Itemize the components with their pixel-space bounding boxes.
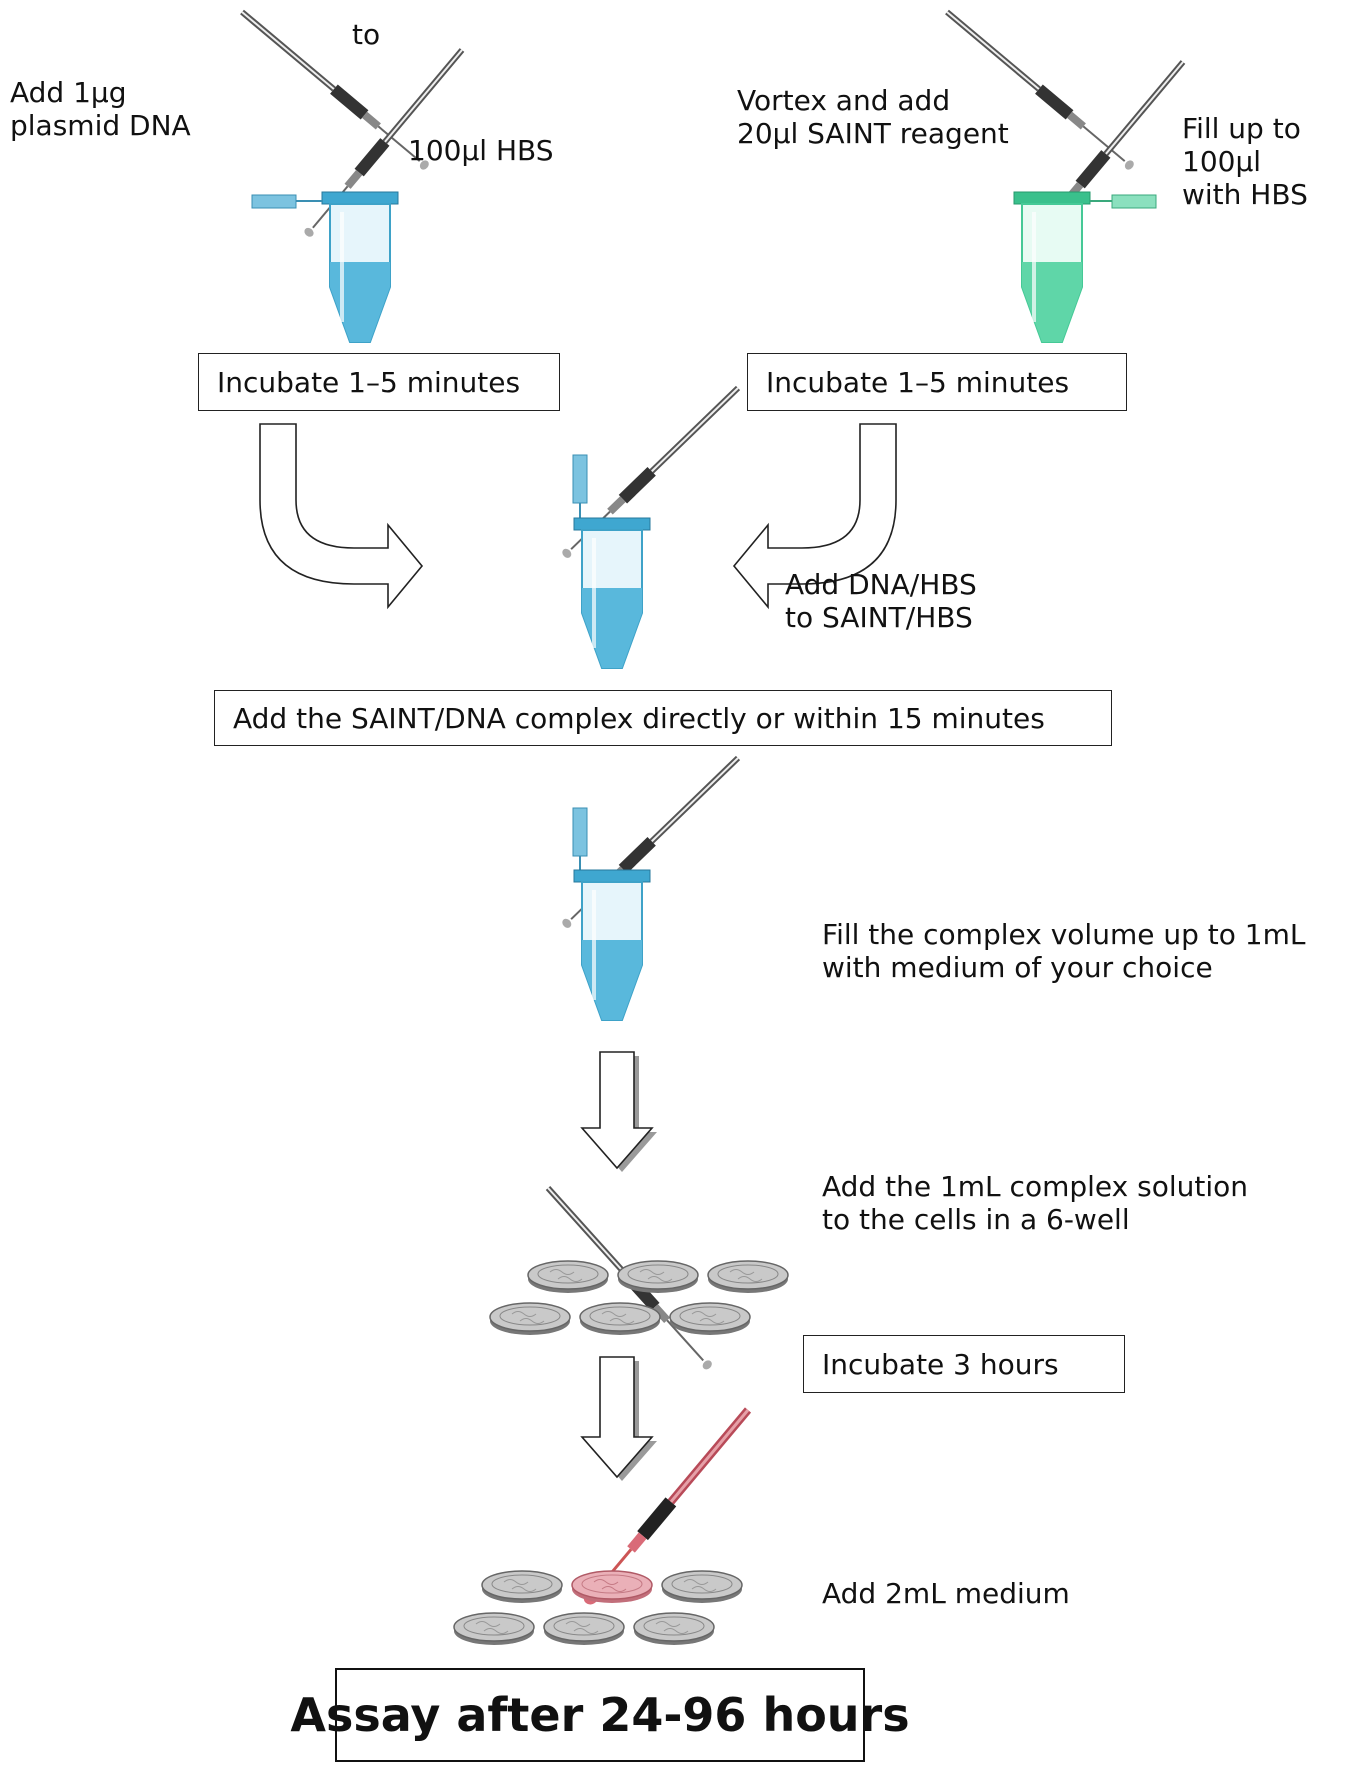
hbs-volume-label: 100µl HBS <box>408 134 554 167</box>
incubate-left-box: Incubate 1–5 minutes <box>198 353 560 411</box>
tube-lid-icon <box>572 807 602 873</box>
six-well-plate <box>453 1570 743 1646</box>
tube-blue-icon <box>320 190 400 344</box>
add-medium-label: Add 2mL medium <box>822 1577 1070 1610</box>
add-complex-box: Add the SAINT/DNA complex directly or wi… <box>214 690 1112 746</box>
assay-box: Assay after 24-96 hours <box>290 1668 910 1762</box>
fill-up-label: Fill up to 100µl with HBS <box>1182 112 1308 212</box>
tube-lid-icon <box>572 454 602 521</box>
down-arrow-icon <box>580 1051 654 1170</box>
tube-lid-icon <box>251 194 322 209</box>
to-label: to <box>352 18 381 51</box>
tube-green-icon <box>1012 190 1092 344</box>
curved-arrow-icon <box>732 423 897 610</box>
incubate-right-box: Incubate 1–5 minutes <box>747 353 1127 411</box>
add-complex-label: Add the SAINT/DNA complex directly or wi… <box>233 701 1045 735</box>
curved-arrow-icon <box>259 423 424 610</box>
add-dna-label: Add 1µg plasmid DNA <box>10 76 191 143</box>
down-arrow-icon <box>580 1356 654 1479</box>
add-solution-label: Add the 1mL complex solution to the cell… <box>822 1170 1248 1237</box>
incubate-right-label: Incubate 1–5 minutes <box>766 365 1070 399</box>
pipette-icon <box>238 7 431 172</box>
tube-lid-icon <box>1090 194 1157 209</box>
fill-complex-label: Fill the complex volume up to 1mL with m… <box>822 918 1306 985</box>
incubate-3h-box: Incubate 3 hours <box>803 1335 1125 1393</box>
tube-blue-icon <box>572 516 652 670</box>
incubate-left-label: Incubate 1–5 minutes <box>217 365 521 399</box>
add-dna-hbs-label: Add DNA/HBS to SAINT/HBS <box>785 568 977 635</box>
tube-blue-icon <box>572 868 652 1022</box>
incubate-3h-label: Incubate 3 hours <box>822 1347 1059 1381</box>
vortex-label: Vortex and add 20µl SAINT reagent <box>737 84 1009 151</box>
assay-label: Assay after 24-96 hours <box>290 1688 910 1742</box>
